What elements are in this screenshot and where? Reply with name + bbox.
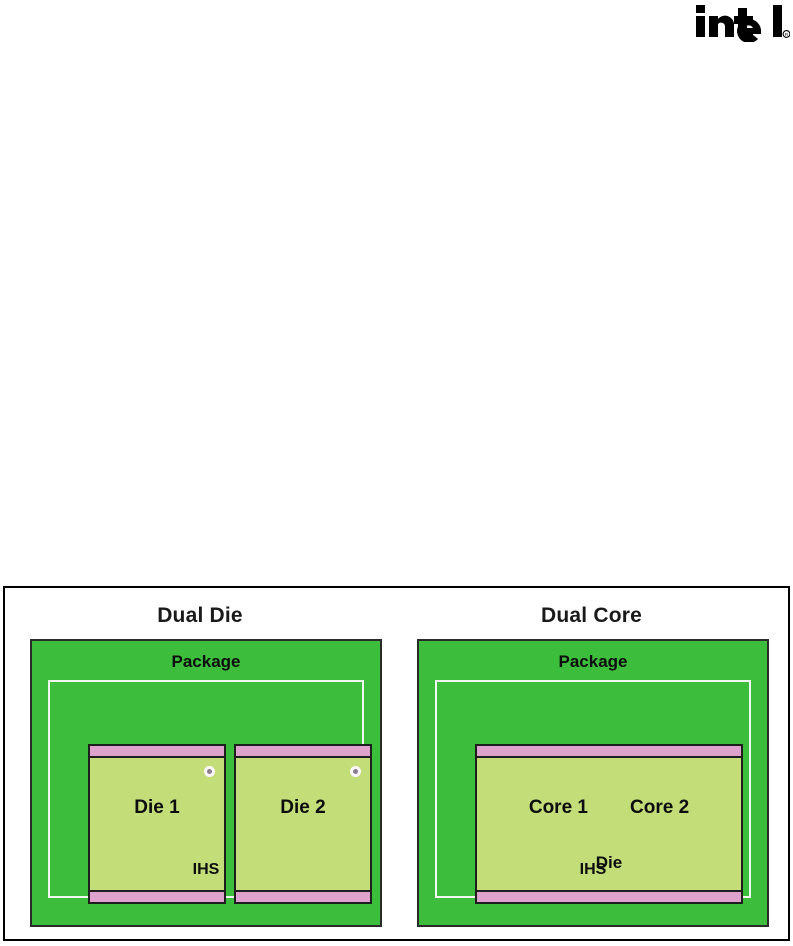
pin-marker-icon [204, 766, 215, 777]
solder-bar-bottom [477, 890, 741, 902]
die-label-2: Die 2 [280, 797, 326, 818]
die-block-1: Die 1 [88, 744, 226, 904]
ihs-area-dual-core: Core 1 Core 2 Die IHS [435, 680, 751, 904]
solder-bar-top [477, 746, 741, 758]
ihs-label: IHS [192, 861, 220, 878]
die-label-1: Die 1 [134, 797, 180, 818]
ihs-area-dual-die: Die 1 Die 2 IHS [48, 680, 372, 904]
solder-bar-bottom [90, 890, 224, 902]
die-label-single: Die [595, 853, 623, 872]
ihs-label: IHS [579, 861, 607, 878]
package-label: Package [558, 652, 628, 671]
panel-title-dual-die: Dual Die [157, 604, 243, 627]
solder-bar-top [236, 746, 370, 758]
comparison-diagram: Dual Die Package Die 1 Die 2 IHS [3, 586, 790, 941]
intel-logo: R [694, 2, 790, 42]
package-label: Package [171, 652, 241, 671]
panel-title-dual-core: Dual Core [541, 604, 642, 627]
die-block-single: Core 1 Core 2 Die [475, 744, 743, 904]
core-label-row: Core 1 Core 2 [477, 798, 741, 817]
die-block-2: Die 2 [234, 744, 372, 904]
solder-bar-bottom [236, 890, 370, 902]
core-label-1: Core 1 [528, 797, 588, 818]
panel-dual-core: Dual Core Package Core 1 Core 2 Die IHS [395, 588, 788, 939]
package-box-dual-core: Package Core 1 Core 2 Die IHS [417, 639, 769, 927]
panel-dual-die: Dual Die Package Die 1 Die 2 IHS [5, 588, 395, 939]
core-label-2: Core 2 [630, 797, 690, 818]
package-box-dual-die: Package Die 1 Die 2 IHS [30, 639, 382, 927]
pin-marker-icon [350, 766, 361, 777]
solder-bar-top [90, 746, 224, 758]
svg-text:R: R [785, 32, 789, 37]
